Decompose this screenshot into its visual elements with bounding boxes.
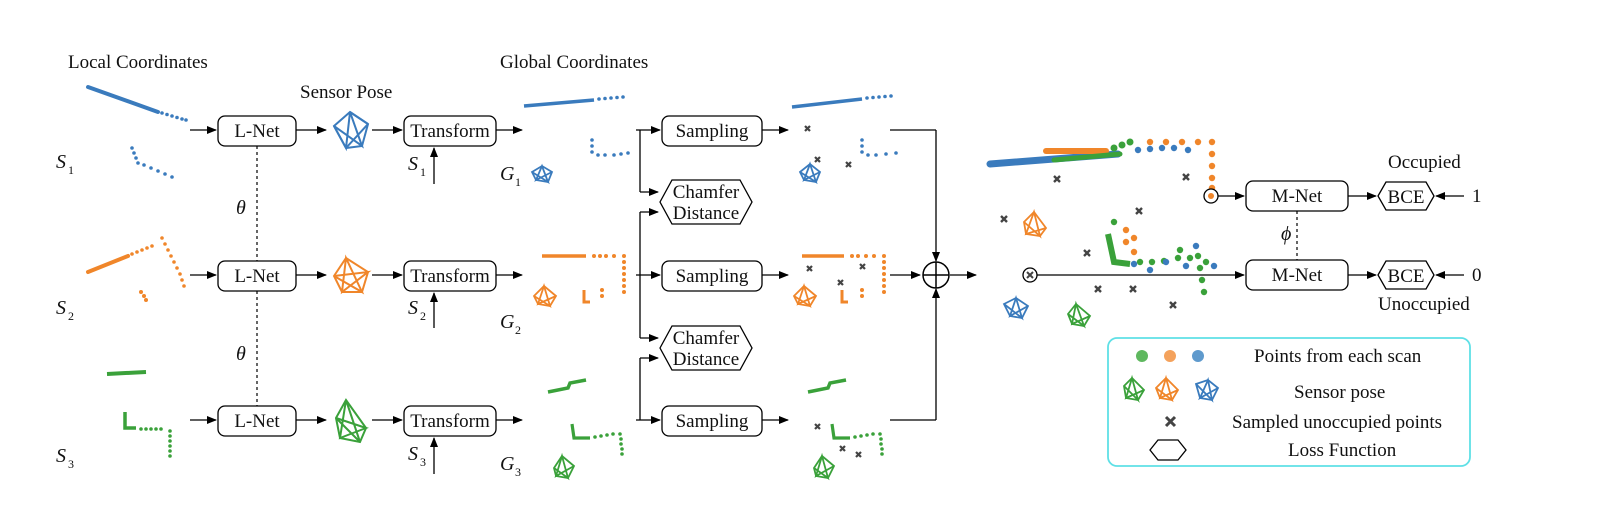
sensor-pose-icon-3 <box>334 398 369 444</box>
svg-text:1: 1 <box>515 175 521 189</box>
unoccupied-label: Unoccupied <box>1378 294 1470 315</box>
global-scan-3 <box>547 378 624 481</box>
legend-sampled-label: Sampled unoccupied points <box>1232 412 1442 433</box>
bce-loss-2: BCE <box>1377 260 1435 290</box>
local-scan-2 <box>86 236 186 302</box>
mnet-shared-phi: ϕ <box>1278 211 1298 260</box>
svg-text:Transform: Transform <box>410 266 490 287</box>
row-label-s1: S 1 <box>56 151 74 177</box>
legend-pose-icon <box>1123 374 1220 404</box>
svg-text:Distance: Distance <box>673 349 739 370</box>
svg-text:Sampling: Sampling <box>676 411 749 432</box>
legend-pose-label: Sensor pose <box>1294 382 1385 403</box>
lnet-box-2: L-Net <box>217 260 297 292</box>
global-label-g3: G 3 <box>500 453 521 479</box>
row-label-s2: S 2 <box>56 297 74 323</box>
lnet-box-3: L-Net <box>217 405 297 437</box>
transform-input-s3: S 3 <box>408 443 426 469</box>
header-sensor-pose: Sensor Pose <box>300 82 392 103</box>
svg-text:2: 2 <box>515 323 521 337</box>
svg-text:S: S <box>56 297 66 319</box>
svg-text:BCE: BCE <box>1388 187 1425 208</box>
row-label-s3: S 3 <box>56 445 74 471</box>
legend-points-icon <box>1136 350 1204 362</box>
transform-input-s1: S 1 <box>408 153 426 179</box>
legend-cross-icon <box>1164 415 1177 428</box>
sampled-scan-1 <box>791 94 898 185</box>
flow-lines-aggregate <box>890 129 977 421</box>
svg-text:Chamfer: Chamfer <box>673 182 740 203</box>
svg-text:2: 2 <box>420 309 426 323</box>
svg-text:Sampling: Sampling <box>676 266 749 287</box>
svg-text:Transform: Transform <box>410 411 490 432</box>
svg-text:3: 3 <box>68 457 74 471</box>
global-scan-2 <box>532 254 626 309</box>
svg-text:S: S <box>408 297 418 319</box>
svg-text:S: S <box>408 443 418 465</box>
aggregated-point-cloud <box>986 138 1218 329</box>
svg-text:3: 3 <box>515 465 521 479</box>
flow-lines-global <box>636 126 661 424</box>
legend: Points from each scan Sensor pose Sample… <box>1107 337 1471 467</box>
svg-text:θ: θ <box>236 197 246 219</box>
mnet-box-1: M-Net <box>1245 180 1349 212</box>
svg-text:L-Net: L-Net <box>234 121 280 142</box>
svg-text:M-Net: M-Net <box>1272 265 1323 286</box>
chamfer-distance-loss-2: Chamfer Distance <box>659 325 753 371</box>
sampling-box-2: Sampling <box>661 260 763 292</box>
occupied-query-point <box>1203 188 1245 204</box>
global-label-g2: G 2 <box>500 311 521 337</box>
target-unoccupied: 0 <box>1472 265 1482 286</box>
svg-text:Distance: Distance <box>673 203 739 224</box>
shared-weights-theta: θ θ <box>232 146 258 406</box>
local-scan-1 <box>86 85 188 179</box>
aggregate-oplus-icon <box>922 261 950 289</box>
svg-text:G: G <box>500 163 515 185</box>
svg-text:Transform: Transform <box>410 121 490 142</box>
occupied-label: Occupied <box>1388 152 1461 173</box>
legend-points-label: Points from each scan <box>1254 346 1422 367</box>
bce-loss-1: BCE <box>1377 181 1435 211</box>
legend-loss-label: Loss Function <box>1288 440 1397 461</box>
legend-hexagon-icon <box>1149 439 1187 461</box>
global-scan-1 <box>523 95 630 185</box>
sensor-pose-icon-1 <box>332 110 370 152</box>
svg-text:G: G <box>500 311 515 333</box>
svg-text:M-Net: M-Net <box>1272 186 1323 207</box>
svg-text:ϕ: ϕ <box>1281 223 1291 245</box>
svg-text:L-Net: L-Net <box>234 411 280 432</box>
svg-text:Chamfer: Chamfer <box>673 328 740 349</box>
svg-text:1: 1 <box>420 165 426 179</box>
svg-text:BCE: BCE <box>1388 266 1425 287</box>
sampled-scan-3 <box>807 378 884 481</box>
svg-text:S: S <box>56 151 66 173</box>
svg-text:Sampling: Sampling <box>676 121 749 142</box>
svg-text:G: G <box>500 453 515 475</box>
local-scan-3 <box>106 370 172 458</box>
svg-text:1: 1 <box>68 163 74 177</box>
svg-text:S: S <box>408 153 418 175</box>
header-global-coordinates: Global Coordinates <box>500 52 648 73</box>
transform-box-1: Transform <box>403 115 497 147</box>
transform-input-s2: S 2 <box>408 297 426 323</box>
transform-box-2: Transform <box>403 260 497 292</box>
svg-text:S: S <box>56 445 66 467</box>
chamfer-distance-loss-1: Chamfer Distance <box>659 179 753 225</box>
sampling-box-1: Sampling <box>661 115 763 147</box>
sampling-box-3: Sampling <box>661 405 763 437</box>
svg-text:L-Net: L-Net <box>234 266 280 287</box>
sampled-scan-2 <box>792 254 886 309</box>
transform-box-3: Transform <box>403 405 497 437</box>
svg-text:3: 3 <box>420 455 426 469</box>
sensor-pose-icon-2 <box>332 254 372 295</box>
target-occupied: 1 <box>1472 186 1482 207</box>
lnet-box-1: L-Net <box>217 115 297 147</box>
unoccupied-query-point <box>1022 267 1245 283</box>
global-label-g1: G 1 <box>500 163 521 189</box>
svg-text:2: 2 <box>68 309 74 323</box>
mnet-box-2: M-Net <box>1245 259 1349 291</box>
header-local-coordinates: Local Coordinates <box>68 52 208 73</box>
svg-text:θ: θ <box>236 343 246 365</box>
